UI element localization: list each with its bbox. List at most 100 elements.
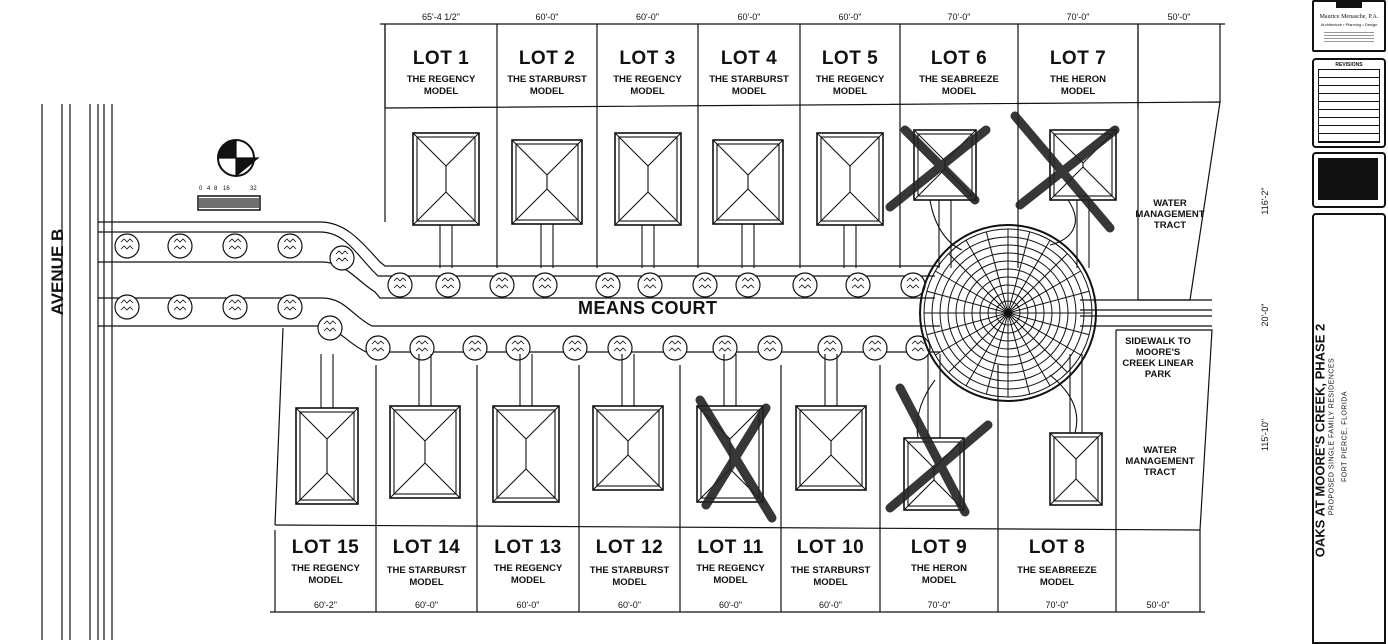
roof-hip-line <box>913 129 946 162</box>
model-line: THE STARBURST <box>709 74 789 85</box>
model-line: MODEL <box>1060 86 1096 97</box>
model-line: MODEL <box>409 577 444 588</box>
roof-hip-line <box>546 188 583 225</box>
tree-texture <box>441 277 455 289</box>
street-north-curb <box>98 221 940 267</box>
tree-symbol <box>817 335 843 361</box>
top-house-footprint <box>712 139 784 225</box>
bottom-lot-name: LOT 12 <box>595 537 664 558</box>
tract-bottom-line-3: TRACT <box>1143 467 1177 478</box>
street-south-edge <box>98 297 940 327</box>
top-house-footprint <box>614 132 682 226</box>
sidewalk-line-2: MOORE'S <box>1135 347 1181 358</box>
tree-texture <box>228 299 242 311</box>
model-line: THE REGENCY <box>291 563 360 574</box>
top-lot-width: 70'-0" <box>947 12 971 22</box>
sidewalk-note: SIDEWALK TO MOORE'S CREEK LINEAR PARK <box>1118 336 1198 380</box>
bottom-lot-name: LOT 11 <box>697 537 764 558</box>
model-line: MODEL <box>731 86 767 97</box>
model-line: MODEL <box>813 577 848 588</box>
tree-symbol <box>329 245 355 271</box>
tree-symbol <box>114 233 140 259</box>
bottom-lot-name: LOT 9 <box>910 537 968 558</box>
water-tract-bottom: WATER MANAGEMENT TRACT <box>1120 445 1200 478</box>
bottom-house-footprint <box>903 437 965 511</box>
bottom-lot-name: LOT 13 <box>494 537 562 558</box>
roof-hip-line <box>627 454 664 491</box>
firm-logo <box>1336 0 1362 8</box>
tree-symbol <box>365 335 391 361</box>
tree-symbol <box>435 272 461 298</box>
lot-7-cross-mark <box>1015 125 1120 210</box>
tree-symbol <box>277 233 303 259</box>
top-house-footprint-inner <box>716 143 780 221</box>
top-lot-width: 60'-0" <box>838 12 862 22</box>
tree-texture <box>798 277 812 289</box>
tree-symbol <box>409 335 435 361</box>
top-lot-name: LOT 2 <box>518 48 576 69</box>
lot-9-cross-mark <box>895 383 970 517</box>
tree-texture <box>415 340 429 352</box>
tree-texture <box>568 340 582 352</box>
tree-symbol <box>637 272 663 298</box>
project-subtitle: PROPOSED SINGLE FAMILY RESIDENCES <box>1328 357 1336 516</box>
tree-symbol <box>662 335 688 361</box>
roof-hip-line <box>412 191 447 226</box>
roof-hip-line <box>592 405 629 442</box>
top-lot-name: LOT 5 <box>821 48 879 69</box>
bottom-house-footprint-inner <box>393 409 457 495</box>
roof-hip-line <box>412 132 447 167</box>
tree-symbol <box>462 335 488 361</box>
firm-address-lines <box>1324 30 1374 44</box>
bottom-house-footprint-inner <box>907 441 961 507</box>
tree-symbol <box>607 335 633 361</box>
roof-hip-line <box>830 405 867 442</box>
tree-texture <box>283 238 297 250</box>
scale-number: 0 <box>199 186 203 192</box>
top-house-footprint <box>913 129 977 201</box>
bottom-lots-boundary <box>274 329 1213 531</box>
top-lot-name: LOT 3 <box>619 48 676 69</box>
roof-hip-line <box>903 479 935 511</box>
tree-symbol <box>712 335 738 361</box>
roof-hip-line <box>525 405 560 440</box>
roof-hip-line <box>614 132 649 167</box>
scale-number: 4 <box>207 186 211 192</box>
scale-number: 32 <box>250 186 257 192</box>
top-house-footprint-inner <box>515 143 579 221</box>
bottom-house-footprint-inner <box>496 409 556 499</box>
roof-hip-line <box>326 472 359 505</box>
tree-texture <box>718 340 732 352</box>
model-line: THE REGENCY <box>406 74 476 85</box>
roof-hip-line <box>647 132 682 167</box>
roof-hip-line <box>492 468 527 503</box>
bottom-house-footprint <box>1049 432 1103 506</box>
tree-texture <box>698 277 712 289</box>
tree-symbol <box>505 335 531 361</box>
tree-symbol <box>862 335 888 361</box>
tree-symbol <box>222 294 248 320</box>
tree-symbol <box>222 233 248 259</box>
roof-hip-line <box>729 405 764 440</box>
tree-symbol <box>167 233 193 259</box>
tree-symbol <box>735 272 761 298</box>
tree-texture <box>173 299 187 311</box>
lot-9-cross-mark <box>885 420 993 513</box>
top-lot-name: LOT 1 <box>412 48 470 69</box>
lot15-west-line <box>274 327 284 526</box>
north-arrow-fill <box>217 139 237 159</box>
bottom-lot-width: 70'-0" <box>927 600 951 610</box>
model-line: THE STARBURST <box>790 565 871 576</box>
tree-symbol <box>489 272 515 298</box>
tree-symbol <box>114 294 140 320</box>
